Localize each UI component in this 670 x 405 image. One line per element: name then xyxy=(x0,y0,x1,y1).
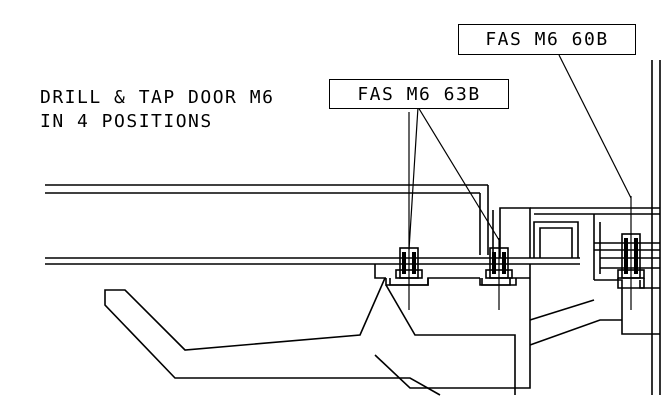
fastener-m6-right xyxy=(617,196,645,310)
fastener-label-left: FAS M6 63B xyxy=(357,83,481,105)
frame-section-right xyxy=(492,60,661,395)
fastener-label-right: FAS M6 60B xyxy=(485,29,609,50)
drill-note-line-2: IN 4 POSITIONS xyxy=(40,111,213,132)
fastener-m6-middle xyxy=(481,238,517,310)
door-rail-lower xyxy=(45,257,580,265)
drill-note-line-1: DRILL & TAP DOOR M6 xyxy=(40,87,275,108)
fastener-m6-left xyxy=(389,112,429,310)
door-rail-upper xyxy=(45,184,489,255)
fastener-label-box-right: FAS M6 60B xyxy=(458,24,636,55)
door-handle xyxy=(104,277,441,396)
fastener-label-box-left: FAS M6 63B xyxy=(329,79,509,109)
leader-lines xyxy=(408,54,632,251)
